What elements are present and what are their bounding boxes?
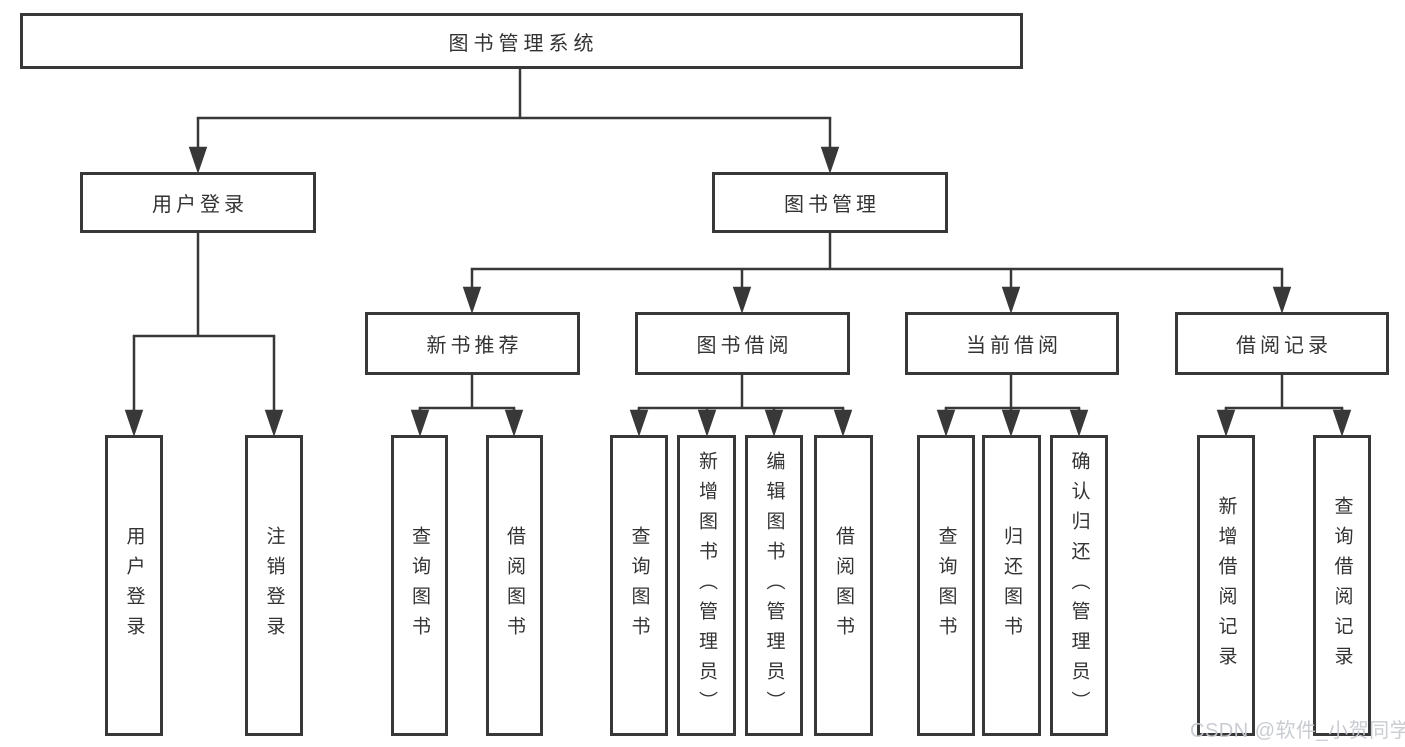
node-label: 新书推荐: [426, 335, 523, 357]
node-label: 图书管理系统: [448, 32, 599, 55]
leaf-label: 确认归还（管理员）: [1068, 450, 1090, 721]
node-label: 图书管理: [784, 194, 880, 216]
leaf-nbr-query-books: 查询图书: [391, 435, 448, 736]
leaf-bb-query-books: 查询图书: [610, 435, 668, 736]
node-user-login-branch: 用户登录: [80, 172, 316, 233]
connector-root-to-level2: [188, 69, 840, 174]
connector-module-borrow-records: [1216, 375, 1352, 437]
node-label: 当前借阅: [966, 335, 1062, 357]
node-book-management: 图书管理: [712, 172, 948, 233]
node-borrowing-records: 借阅记录: [1175, 312, 1389, 375]
leaf-label: 注销登录: [263, 525, 285, 646]
node-label: 借阅记录: [1236, 335, 1332, 357]
leaf-nbr-borrow-books: 借阅图书: [486, 435, 543, 736]
node-new-book-recommendation: 新书推荐: [365, 312, 580, 375]
connector-module-current-borrow: [936, 375, 1089, 437]
leaf-label: 查询图书: [628, 525, 650, 646]
leaf-label: 归还图书: [1001, 525, 1022, 646]
leaf-cb-query-books: 查询图书: [917, 435, 975, 736]
leaf-logout: 注销登录: [245, 435, 303, 736]
leaf-br-add-borrow-record: 新增借阅记录: [1197, 435, 1255, 736]
leaf-label: 新增图书（管理员）: [696, 450, 717, 721]
connector-user-branch: [124, 233, 284, 437]
leaf-label: 用户登录: [123, 525, 145, 646]
connector-module-new-book: [410, 375, 524, 437]
leaf-bb-edit-book-admin: 编辑图书（管理员）: [745, 435, 803, 736]
leaf-label: 查询图书: [935, 525, 957, 646]
leaf-cb-confirm-return-admin: 确认归还（管理员）: [1050, 435, 1108, 736]
leaf-cb-return-books: 归还图书: [982, 435, 1041, 736]
connector-book-branch-to-modules: [462, 233, 1292, 314]
node-library-system: 图书管理系统: [20, 13, 1023, 69]
leaf-label: 借阅图书: [833, 525, 854, 646]
node-label: 用户登录: [152, 194, 248, 216]
connector-module-book-borrow: [629, 375, 853, 437]
node-label: 图书借阅: [696, 335, 793, 357]
leaf-label: 查询借阅记录: [1331, 495, 1353, 676]
leaf-user-login: 用户登录: [105, 435, 163, 736]
leaf-label: 编辑图书（管理员）: [763, 450, 785, 721]
node-book-borrowing: 图书借阅: [635, 312, 850, 375]
leaf-label: 查询图书: [409, 525, 430, 646]
csdn-watermark: CSDN @软件_小贺同学: [1190, 720, 1405, 742]
leaf-bb-borrow-books: 借阅图书: [814, 435, 873, 736]
leaf-label: 新增借阅记录: [1215, 495, 1237, 676]
leaf-bb-add-book-admin: 新增图书（管理员）: [677, 435, 736, 736]
leaf-br-query-borrow-record: 查询借阅记录: [1313, 435, 1371, 736]
node-current-borrowing: 当前借阅: [905, 312, 1119, 375]
leaf-label: 借阅图书: [504, 525, 525, 646]
